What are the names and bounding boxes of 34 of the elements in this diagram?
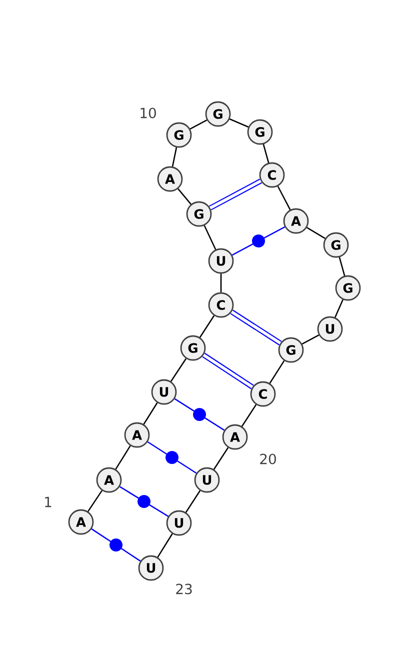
backbone-line	[199, 315, 215, 338]
backbone-line	[170, 358, 187, 382]
position-number: 20	[260, 454, 276, 464]
base-pair-line	[91, 528, 141, 562]
position-number: 1	[45, 496, 52, 508]
backbone-line	[88, 490, 102, 512]
backbone-line	[190, 119, 208, 130]
backbone-line	[338, 257, 346, 276]
backbone-line	[334, 299, 344, 318]
base-pair-line	[174, 398, 225, 431]
backbone-line	[157, 533, 173, 558]
backbone-line	[229, 118, 249, 128]
backbone-line	[178, 188, 192, 205]
base-pair-line	[147, 441, 197, 474]
backbone-line	[277, 186, 291, 210]
backbone-line	[262, 144, 270, 163]
backbone-line	[220, 274, 222, 292]
backbone-line	[306, 226, 326, 240]
position-number: 23	[176, 584, 192, 594]
backbone-line	[241, 404, 257, 427]
base-pair-line	[202, 352, 254, 390]
base-pair-line	[208, 178, 262, 210]
base-pair-line	[232, 226, 286, 256]
backbone-line	[143, 402, 158, 425]
backbone-line	[115, 445, 131, 470]
backbone-line	[185, 490, 201, 513]
backbone-line	[302, 334, 320, 345]
backbone-line	[172, 147, 178, 167]
position-number: 10	[140, 108, 156, 118]
backbone-line	[213, 447, 229, 470]
backbone-line	[204, 225, 216, 250]
base-pair-line	[119, 486, 169, 517]
base-pair-line	[230, 310, 282, 346]
backbone-line	[269, 360, 285, 384]
